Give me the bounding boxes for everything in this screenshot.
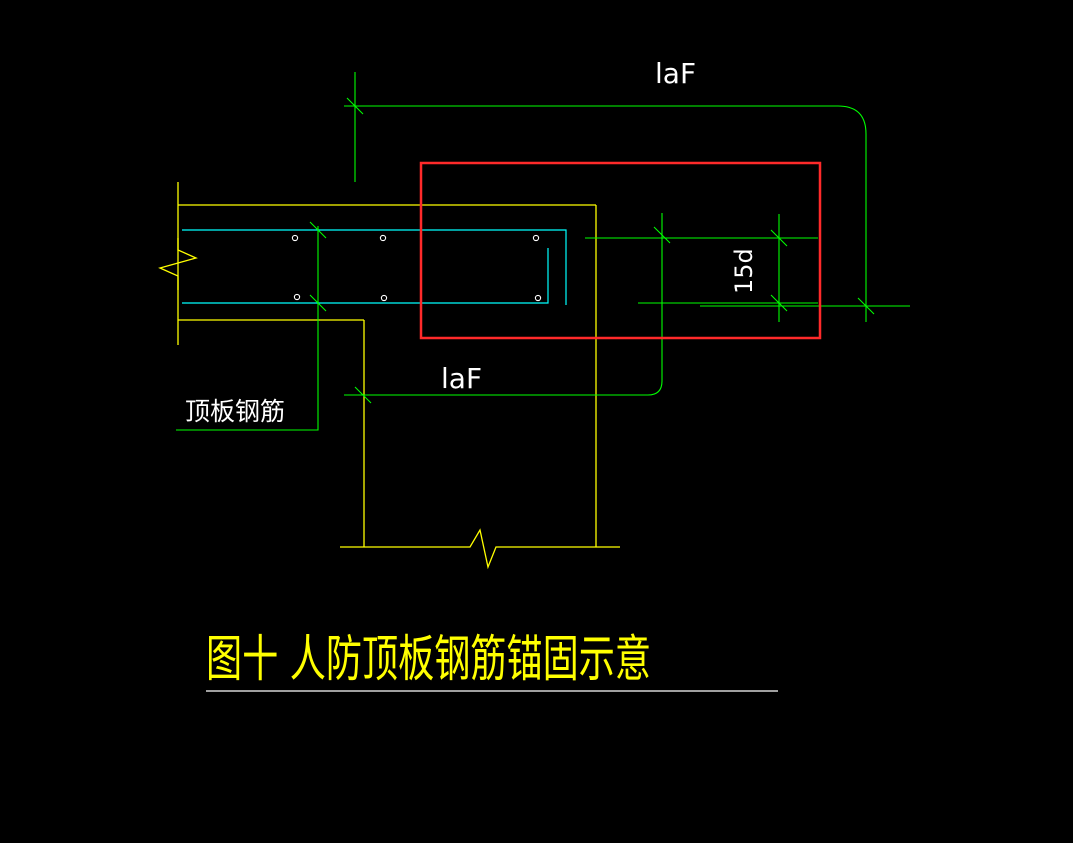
tick: [653, 226, 671, 244]
top-rebar-hooked: [182, 229, 567, 305]
dist-bar: [293, 293, 301, 301]
laf-mid-label: laF: [441, 362, 482, 395]
concrete-outline: [158, 182, 620, 570]
tick: [309, 294, 327, 312]
dimension-lines: [176, 72, 910, 431]
figure-title: 图十 人防顶板钢筋锚固示意: [206, 630, 651, 688]
dist-bar: [532, 234, 540, 242]
dim-15d-label: 15d: [730, 248, 758, 294]
laf-top-label: laF: [655, 57, 696, 90]
slab-rebar-leader: [176, 226, 319, 431]
slab-rebar-cyan: [182, 229, 567, 305]
dist-bar: [380, 294, 388, 302]
dist-bar: [291, 234, 299, 242]
bottom-rebar-hooked: [182, 248, 549, 304]
tick: [354, 386, 372, 404]
highlight-box: [419, 161, 822, 340]
distribution-bars: [291, 234, 542, 302]
tick: [309, 221, 327, 239]
tick: [346, 97, 364, 115]
slab-rebar-label: 顶板钢筋: [185, 397, 285, 426]
dist-bar: [379, 234, 387, 242]
tick: [770, 294, 788, 312]
dist-bar: [534, 294, 542, 302]
slab-break-symbol: [158, 238, 198, 290]
laf-top-dim-line: [344, 105, 867, 322]
laf-mid-dim-line: [344, 213, 663, 396]
tick: [770, 229, 788, 247]
wall-bottom-break-line: [340, 528, 620, 570]
